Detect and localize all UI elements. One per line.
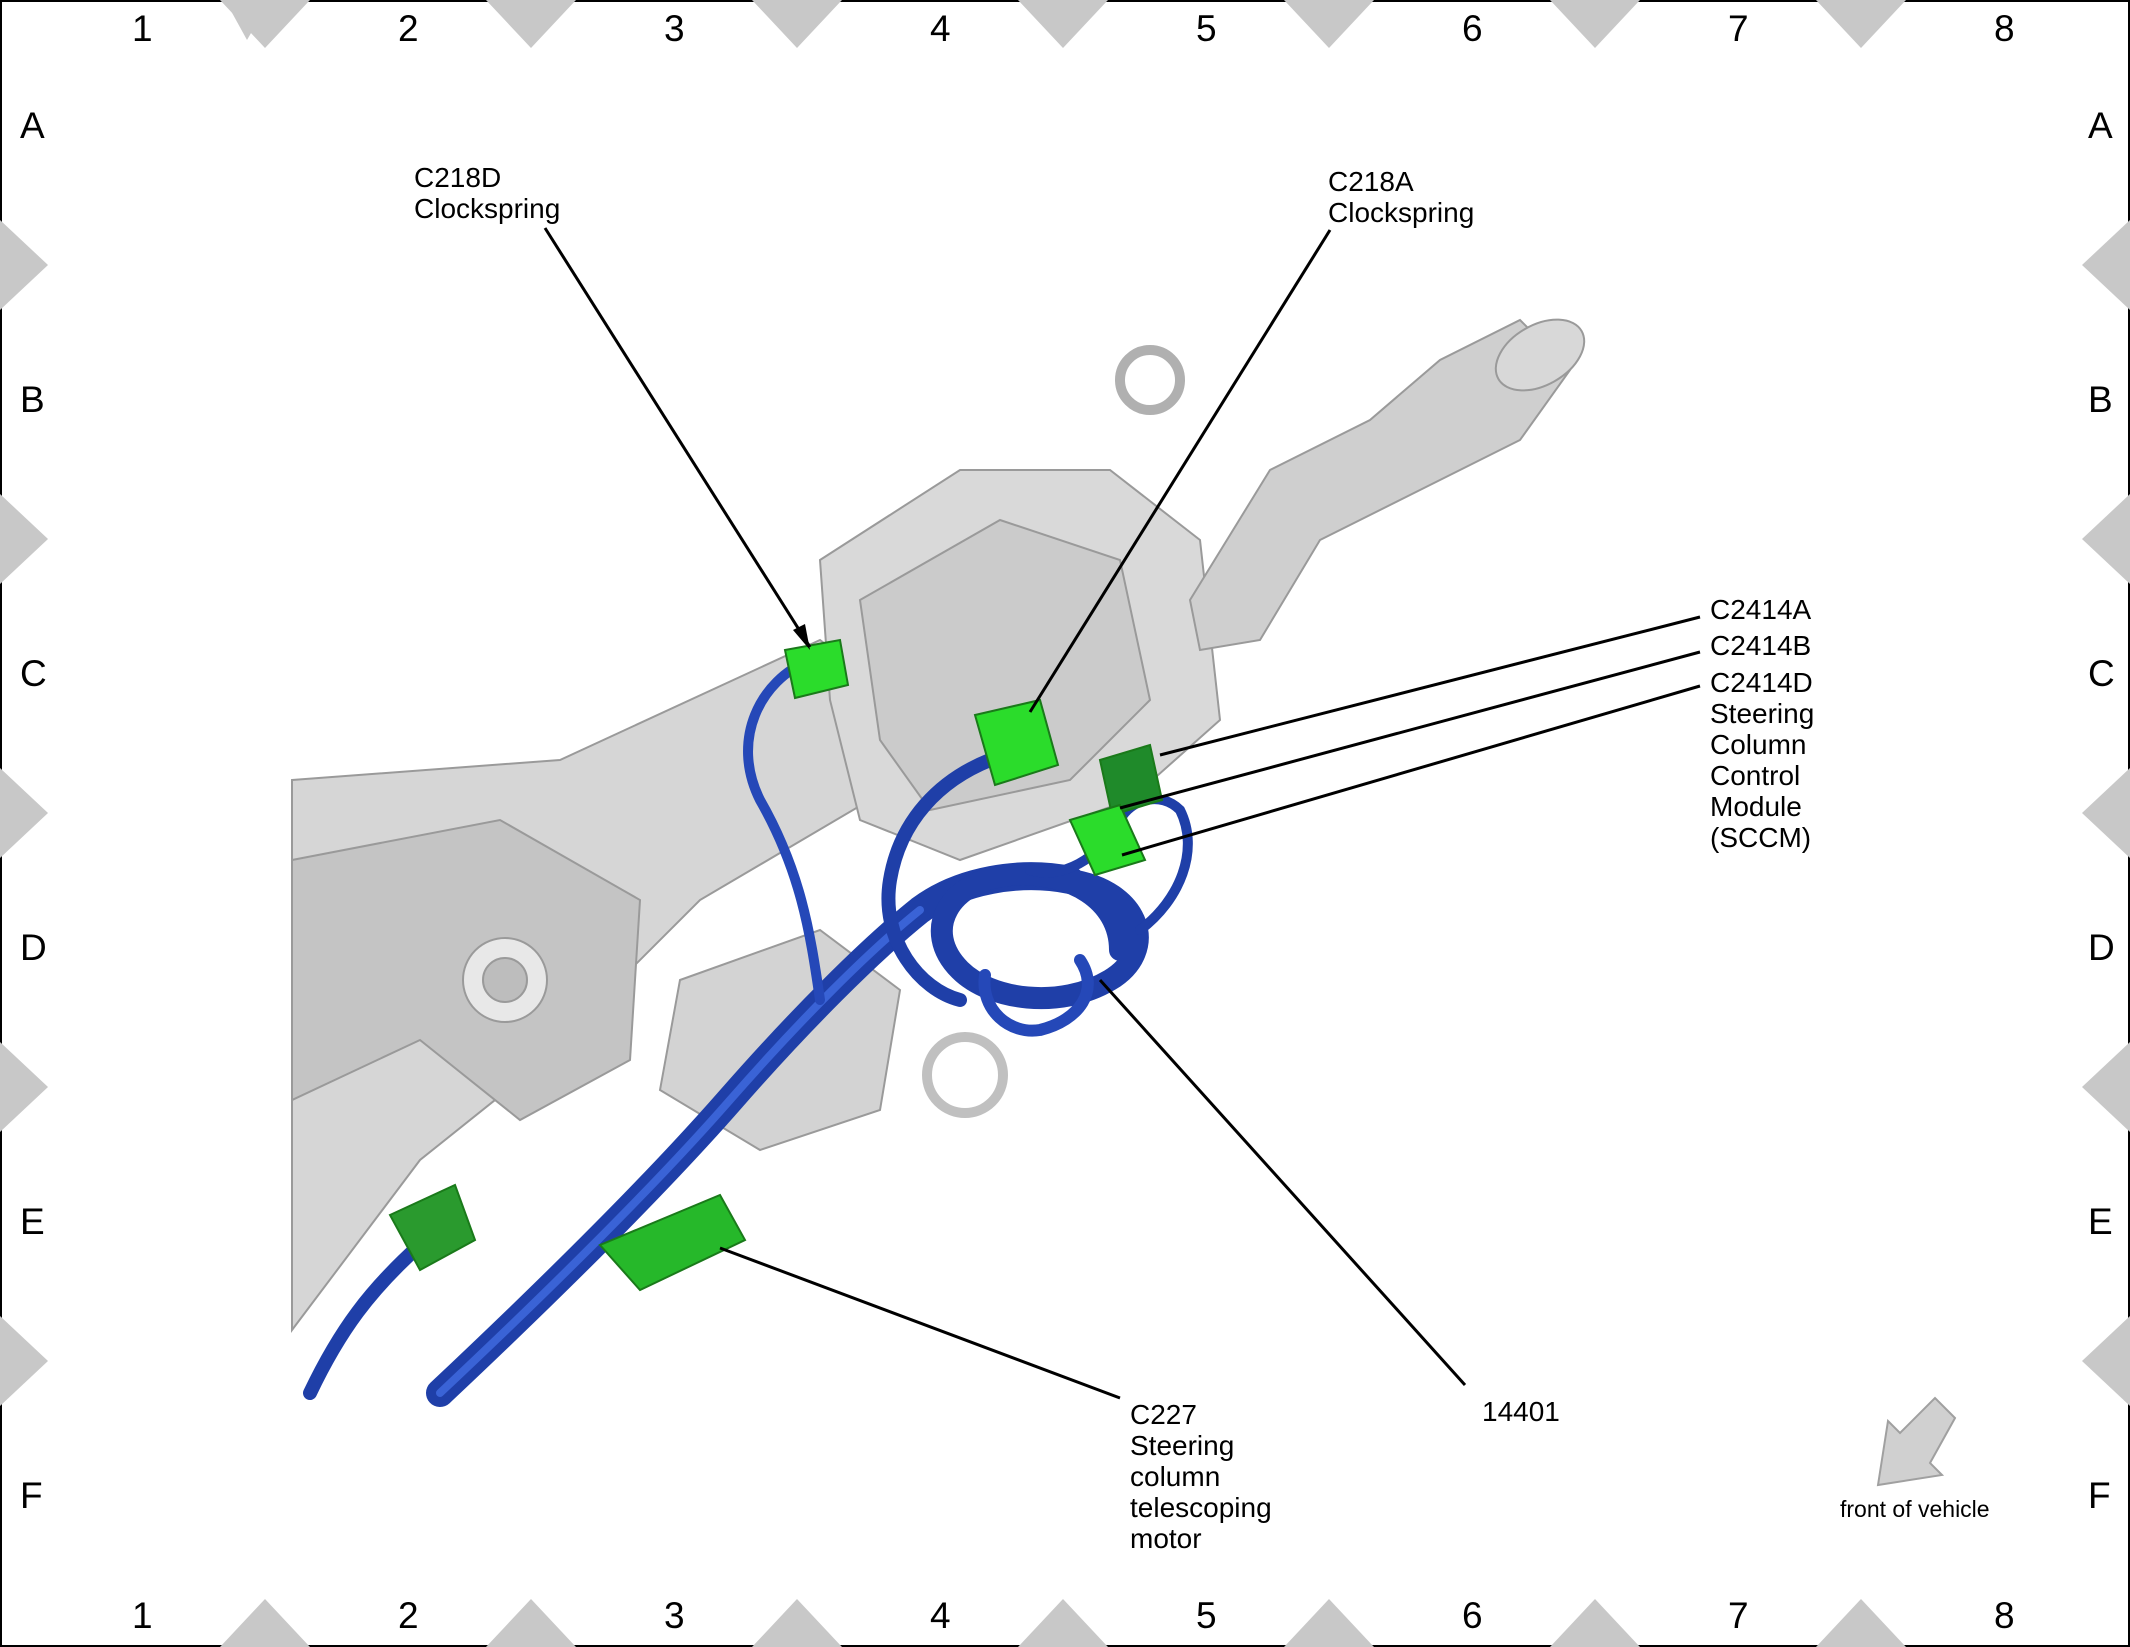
callout-c227-line-5: motor (1130, 1523, 1202, 1554)
callout-c218d-line-2: Clockspring (414, 193, 561, 224)
leader-c2414b (1119, 650, 1701, 810)
col-label-bottom-8: 8 (1994, 1595, 2015, 1636)
callout-c218d-line-1: C218D (414, 162, 502, 193)
col-label-top-4: 4 (930, 8, 951, 49)
callout-harness-line-1: 14401 (1482, 1396, 1560, 1427)
callout-c2414d-line-3: Column (1710, 729, 1807, 760)
col-label-bottom-6: 6 (1462, 1595, 1483, 1636)
callout-c2414b-line-1: C2414B (1710, 630, 1812, 661)
row-label-left-a: A (20, 105, 45, 146)
row-label-right-c: C (2088, 653, 2115, 694)
harness-loop-inner (978, 954, 1094, 1037)
row-label-left-f: F (20, 1475, 43, 1516)
stalk (1188, 318, 1572, 652)
front-of-vehicle-label: front of vehicle (1840, 1496, 1990, 1522)
connector-c227 (598, 1193, 747, 1292)
connector-left (388, 1183, 477, 1272)
callout-c2414d-line-4: Control (1710, 760, 1801, 791)
callout-c2414b: C2414B (1710, 630, 1811, 661)
connector-c218d (783, 638, 850, 700)
col-label-bottom-3: 3 (664, 1595, 685, 1636)
col-label-top-2: 2 (398, 8, 419, 49)
harness-left-branch (303, 1238, 427, 1400)
callout-c227-line-3: column (1130, 1461, 1221, 1492)
callout-c2414d-line-1: C2414D (1710, 667, 1813, 698)
callout-c2414d-line-6: (SCCM) (1710, 822, 1812, 853)
row-label-right-b: B (2088, 379, 2113, 420)
callout-c218a-line-2: Clockspring (1328, 197, 1475, 228)
row-label-right-d: D (2088, 927, 2115, 968)
callout-c2414a: C2414A (1710, 594, 1811, 625)
col-label-bottom-4: 4 (930, 1595, 951, 1636)
col-label-top-8: 8 (1994, 8, 2015, 49)
col-label-bottom-2: 2 (398, 1595, 419, 1636)
row-label-left-b: B (20, 379, 45, 420)
leader-c2414a (1159, 615, 1701, 757)
col-label-top-1: 1 (132, 8, 153, 49)
row-label-left-e: E (20, 1201, 45, 1242)
callout-c2414d-line-2: Steering (1710, 698, 1815, 729)
leader-c218a (1028, 229, 1332, 713)
arrow-down-left-icon (1876, 1396, 1957, 1487)
bracket-bore-inner (482, 957, 528, 1003)
col-label-top-5: 5 (1196, 8, 1217, 49)
col-label-bottom-7: 7 (1728, 1595, 1749, 1636)
leader-14401 (1098, 978, 1467, 1387)
callout-c227-line-4: telescoping (1130, 1492, 1272, 1523)
col-label-top-7: 7 (1728, 8, 1749, 49)
leader-c227 (719, 1246, 1121, 1400)
harness-clockspring-d-branch (743, 655, 825, 1005)
leader-c218d (543, 227, 812, 648)
row-label-right-f: F (2088, 1475, 2111, 1516)
stalk-tip (1494, 318, 1586, 392)
callout-c218d: C218D Clockspring (414, 162, 560, 224)
steering-column-illustration (291, 318, 1586, 1333)
row-label-left-c: C (20, 653, 47, 694)
harness-clockspring-a-branch (881, 753, 997, 1007)
row-label-right-a: A (2088, 105, 2113, 146)
row-label-right-e: E (2088, 1201, 2113, 1242)
lower-ring (922, 1032, 1008, 1118)
connector-c2414a (1098, 743, 1164, 817)
leader-c2414d (1121, 684, 1701, 857)
leader-lines (543, 227, 1701, 1400)
connector-c2414d (1068, 803, 1147, 877)
connectors (388, 638, 1164, 1292)
ring-top (1115, 345, 1185, 415)
callout-c227-line-1: C227 (1130, 1399, 1197, 1430)
row-label-left-d: D (20, 927, 47, 968)
col-label-top-3: 3 (664, 8, 685, 49)
callout-c2414d: C2414D Steering Column Control Module (S… (1710, 667, 1814, 853)
callout-c218a-line-1: C218A (1328, 166, 1414, 197)
callout-c2414d-line-5: Module (1710, 791, 1802, 822)
col-label-bottom-1: 1 (132, 1595, 153, 1636)
harness-main-highlight (436, 906, 924, 1397)
callout-c218a: C218A Clockspring (1328, 166, 1474, 228)
callout-c227: C227 Steering column telescoping motor (1130, 1399, 1272, 1554)
col-label-bottom-5: 5 (1196, 1595, 1217, 1636)
callout-harness-14401: 14401 (1482, 1396, 1560, 1427)
leader-c218d-arrowhead (793, 624, 810, 650)
callout-c227-line-2: Steering (1130, 1430, 1235, 1461)
harness-loop-outer (930, 863, 1149, 1010)
switch-housing-front (858, 518, 1152, 812)
connector-c218a (973, 698, 1060, 787)
col-label-top-6: 6 (1462, 8, 1483, 49)
callout-c2414a-line-1: C2414A (1710, 594, 1812, 625)
